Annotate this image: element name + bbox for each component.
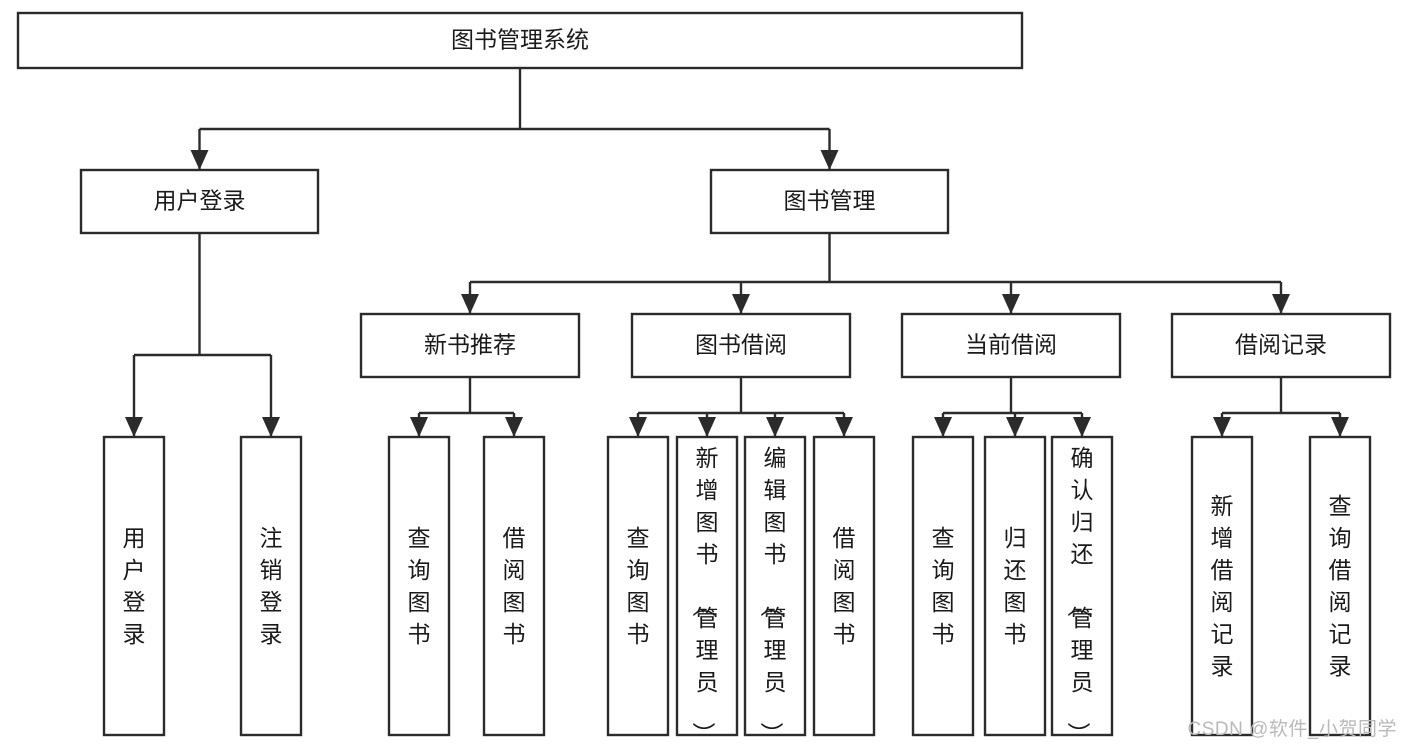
node-leaf-confirm-return[interactable]: 确认归还（管理员） bbox=[1050, 435, 1114, 745]
node-book-manage[interactable]: 图书管理 bbox=[709, 168, 950, 235]
node-label-leaf-borrow-book-2: 借阅图书 bbox=[833, 525, 856, 647]
connector-arrowhead bbox=[125, 417, 143, 437]
node-leaf-query-book-1[interactable]: 查询图书 bbox=[387, 435, 451, 737]
node-box-leaf-query-record bbox=[1308, 435, 1372, 737]
node-leaf-query-record[interactable]: 查询借阅记录 bbox=[1308, 435, 1372, 737]
node-leaf-borrow-book-1[interactable]: 借阅图书 bbox=[482, 435, 546, 737]
node-root[interactable]: 图书管理系统 bbox=[16, 11, 1024, 70]
node-box-root bbox=[16, 11, 1024, 70]
connector-arrowhead bbox=[820, 150, 839, 170]
node-box-user-login bbox=[79, 168, 320, 235]
connector-arrowhead bbox=[835, 417, 853, 437]
node-box-book-manage bbox=[709, 168, 950, 235]
node-box-leaf-query-book-1 bbox=[387, 435, 451, 737]
connector-arrowhead bbox=[934, 417, 952, 437]
node-box-leaf-query-book-3 bbox=[911, 435, 975, 737]
node-label-leaf-edit-book: 编辑图书（管理员） bbox=[759, 445, 787, 745]
connector-arrowhead bbox=[461, 294, 479, 314]
node-label-book-borrow: 图书借阅 bbox=[695, 332, 787, 358]
node-box-borrow-record bbox=[1170, 312, 1392, 379]
node-box-leaf-return-book bbox=[983, 435, 1047, 737]
node-label-leaf-return-book: 归还图书 bbox=[1004, 525, 1027, 647]
node-label-leaf-query-book-1: 查询图书 bbox=[408, 525, 431, 647]
node-layer: 图书管理系统用户登录图书管理新书推荐图书借阅当前借阅借阅记录用户登录注销登录查询… bbox=[16, 11, 1392, 745]
node-box-leaf-logout bbox=[239, 435, 303, 737]
node-book-borrow[interactable]: 图书借阅 bbox=[630, 312, 852, 379]
node-current-borrow[interactable]: 当前借阅 bbox=[900, 312, 1122, 379]
node-leaf-add-record[interactable]: 新增借阅记录 bbox=[1190, 435, 1254, 737]
node-label-book-manage: 图书管理 bbox=[784, 188, 876, 214]
connector-arrowhead bbox=[732, 294, 750, 314]
node-box-current-borrow bbox=[900, 312, 1122, 379]
node-label-new-book-rec: 新书推荐 bbox=[424, 332, 516, 358]
node-leaf-query-book-2[interactable]: 查询图书 bbox=[606, 435, 670, 737]
node-label-borrow-record: 借阅记录 bbox=[1235, 332, 1327, 358]
connector-arrowhead bbox=[190, 150, 209, 170]
node-label-leaf-logout: 注销登录 bbox=[260, 525, 283, 647]
node-box-leaf-query-book-2 bbox=[606, 435, 670, 737]
node-box-leaf-user-login bbox=[102, 435, 166, 737]
node-box-leaf-borrow-book-1 bbox=[482, 435, 546, 737]
connector-arrowhead bbox=[1002, 294, 1020, 314]
node-box-leaf-add-book bbox=[675, 435, 739, 737]
csdn-watermark: CSDN @软件_小贺同学 bbox=[1187, 719, 1397, 740]
node-leaf-edit-book[interactable]: 编辑图书（管理员） bbox=[743, 435, 807, 745]
connector-layer bbox=[125, 68, 1349, 437]
connector-arrowhead bbox=[1073, 417, 1091, 437]
node-label-leaf-query-book-3: 查询图书 bbox=[932, 525, 955, 647]
node-label-leaf-user-login: 用户登录 bbox=[123, 525, 146, 647]
node-label-root: 图书管理系统 bbox=[451, 27, 589, 53]
node-label-leaf-query-record: 查询借阅记录 bbox=[1329, 493, 1352, 679]
node-box-book-borrow bbox=[630, 312, 852, 379]
connector-arrowhead bbox=[629, 417, 647, 437]
node-leaf-logout[interactable]: 注销登录 bbox=[239, 435, 303, 737]
node-leaf-user-login[interactable]: 用户登录 bbox=[102, 435, 166, 737]
node-label-leaf-add-book: 新增图书（管理员） bbox=[691, 445, 719, 745]
node-box-leaf-borrow-book-2 bbox=[812, 435, 876, 737]
node-box-leaf-confirm-return bbox=[1050, 435, 1114, 737]
connector-arrowhead bbox=[1213, 417, 1231, 437]
node-box-leaf-add-record bbox=[1190, 435, 1254, 737]
node-leaf-return-book[interactable]: 归还图书 bbox=[983, 435, 1047, 737]
connector-arrowhead bbox=[766, 417, 784, 437]
node-label-leaf-borrow-book-1: 借阅图书 bbox=[503, 525, 526, 647]
connector-arrowhead bbox=[1006, 417, 1024, 437]
node-box-new-book-rec bbox=[359, 312, 581, 379]
node-label-leaf-confirm-return: 确认归还（管理员） bbox=[1066, 445, 1094, 745]
node-new-book-rec[interactable]: 新书推荐 bbox=[359, 312, 581, 379]
node-leaf-add-book[interactable]: 新增图书（管理员） bbox=[675, 435, 739, 745]
connector-arrowhead bbox=[410, 417, 428, 437]
node-label-user-login: 用户登录 bbox=[154, 188, 246, 214]
node-leaf-borrow-book-2[interactable]: 借阅图书 bbox=[812, 435, 876, 737]
node-borrow-record[interactable]: 借阅记录 bbox=[1170, 312, 1392, 379]
node-user-login[interactable]: 用户登录 bbox=[79, 168, 320, 235]
node-leaf-query-book-3[interactable]: 查询图书 bbox=[911, 435, 975, 737]
node-label-current-borrow: 当前借阅 bbox=[965, 332, 1057, 358]
connector-arrowhead bbox=[698, 417, 716, 437]
connector-arrowhead bbox=[1272, 294, 1290, 314]
connector-arrowhead bbox=[1331, 417, 1349, 437]
connector-arrowhead bbox=[262, 417, 280, 437]
node-label-leaf-add-record: 新增借阅记录 bbox=[1211, 493, 1234, 679]
node-box-leaf-edit-book bbox=[743, 435, 807, 737]
connector-arrowhead bbox=[505, 417, 523, 437]
node-label-leaf-query-book-2: 查询图书 bbox=[627, 525, 650, 647]
